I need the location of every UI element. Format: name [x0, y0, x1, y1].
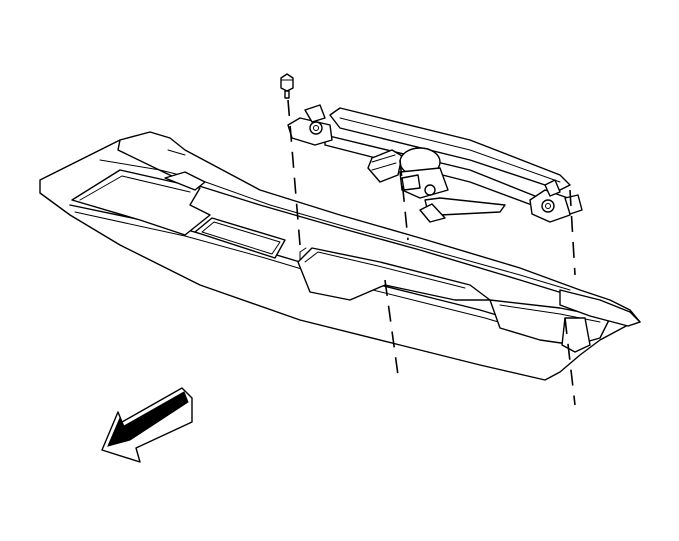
bolt-icon [280, 73, 294, 99]
guide-line-left [399, 159, 409, 241]
guide-line-right [569, 189, 576, 276]
cowl-panel [39, 131, 641, 381]
alignment-guides [287, 99, 576, 406]
guide-line-left-lower [384, 279, 399, 376]
guide-line-right-lower [564, 317, 576, 406]
forward-direction-arrow-icon [101, 387, 193, 463]
wiper-motor [367, 147, 449, 199]
wiper-linkage-module [287, 104, 583, 223]
